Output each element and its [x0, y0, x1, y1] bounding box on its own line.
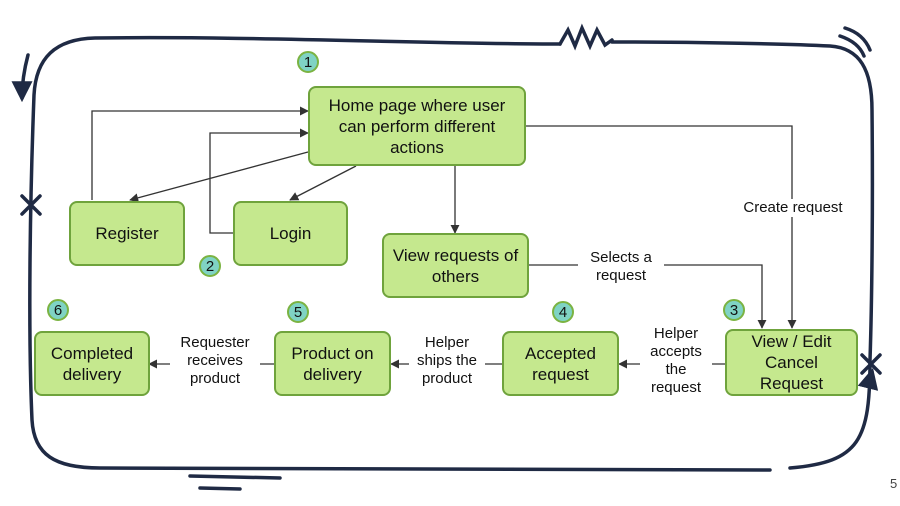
edge-label-helper-accepts: Helper accepts the request: [640, 325, 712, 397]
edge-label-selects-request: Selects a request: [578, 249, 664, 285]
step-badge-2: 2: [199, 255, 221, 277]
edge-label-helper-ships: Helper ships the product: [409, 334, 485, 388]
node-register: Register: [69, 201, 185, 266]
node-login: Login: [233, 201, 348, 266]
node-accepted-request: Accepted request: [502, 331, 619, 396]
edge-home-to-register: [129, 151, 309, 203]
edge-login-to-home: [209, 128, 309, 234]
step-badge-6: 6: [47, 299, 69, 321]
edge-label-requester-receives: Requester receives product: [170, 334, 260, 388]
edge-label-create-request: Create request: [738, 199, 848, 217]
edge-register-to-home: [91, 106, 309, 200]
page-number: 5: [890, 476, 898, 491]
step-badge-1: 1: [297, 51, 319, 73]
edge-home-to-login: [289, 165, 357, 201]
node-product-on-delivery: Product on delivery: [274, 331, 391, 396]
step-badge-5: 5: [287, 301, 309, 323]
edge-home-to-view-edit: [526, 125, 797, 329]
step-badge-4: 4: [552, 301, 574, 323]
node-completed-delivery: Completed delivery: [34, 331, 150, 396]
node-home-page: Home page where user can perform differe…: [308, 86, 526, 166]
sketch-frame: [11, 23, 882, 491]
node-view-requests-of-others: View requests of others: [382, 233, 529, 298]
step-badge-3: 3: [723, 299, 745, 321]
node-view-edit-cancel-request: View / Edit Cancel Request: [725, 329, 858, 396]
